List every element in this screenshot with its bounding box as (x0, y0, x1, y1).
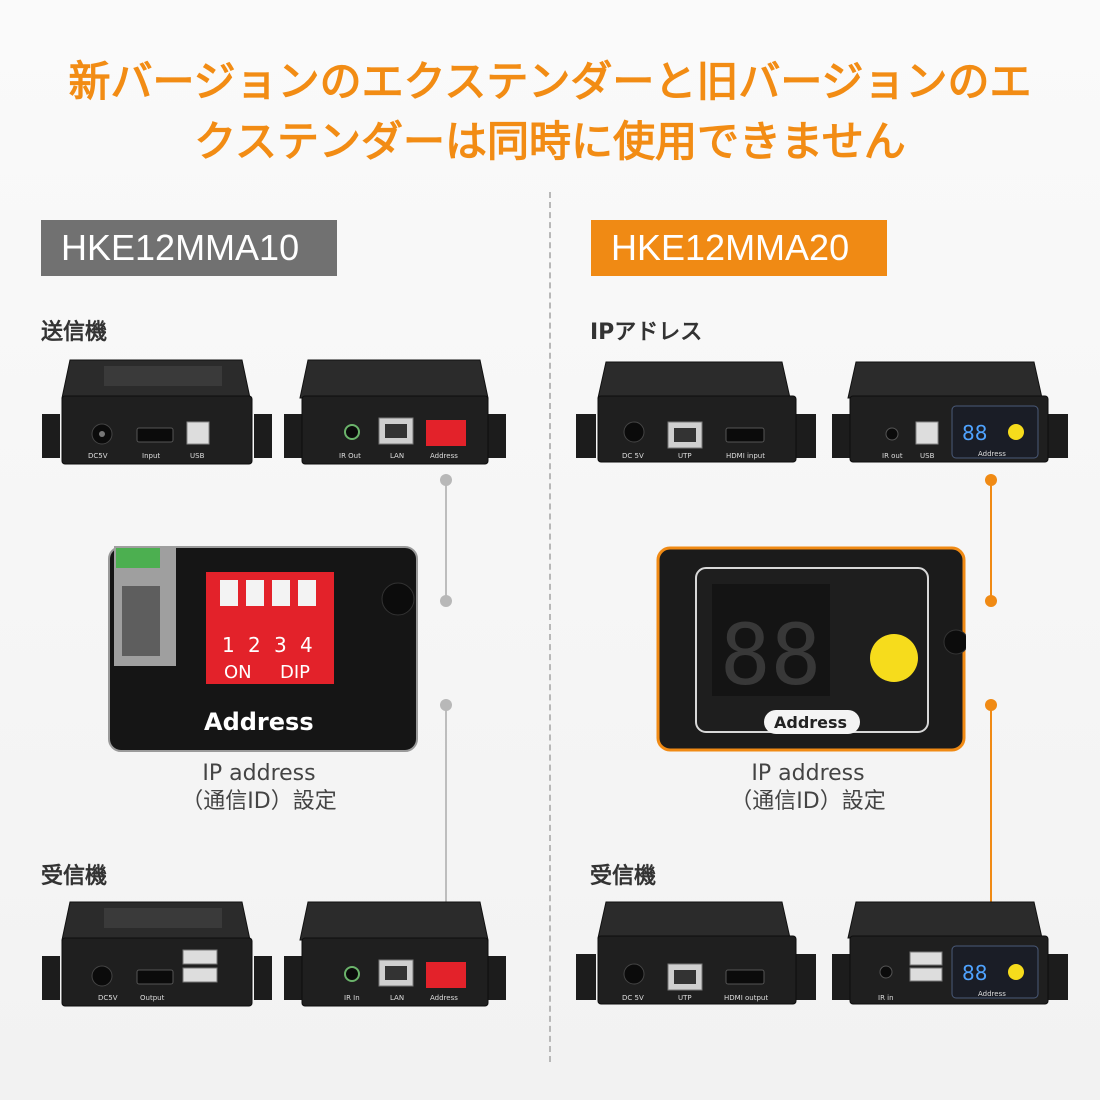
new-connector-dot-1 (985, 474, 997, 486)
new-receiver-back: 88 IR in Address (832, 901, 1068, 1005)
new-tx-front-port-2: UTP (678, 452, 692, 460)
new-connector-bottom (990, 705, 992, 937)
right-receiver-label: 受信機 (590, 864, 657, 889)
display-address-label: Address (774, 713, 847, 732)
old-rx-back-port-2: LAN (390, 994, 404, 1002)
left-caption: IP address （通信ID）設定 (99, 760, 419, 816)
dip-switch-closeup: 1 2 3 4 ON DIP Address (108, 546, 418, 752)
right-caption-line-1: IP address (751, 761, 865, 786)
new-tx-front-port-3: HDMI input (726, 452, 765, 460)
title-line-1: 新バージョンのエクステンダーと旧バージョンのエ (68, 57, 1032, 106)
old-tx-front-port-1: DC5V (88, 452, 108, 460)
old-connector-dot-2 (440, 595, 452, 607)
new-rx-front-port-1: DC 5V (622, 994, 644, 1002)
new-tx-back-port-2: USB (920, 452, 935, 460)
old-connector-dot-3 (440, 699, 452, 711)
new-connector-dot-2 (985, 595, 997, 607)
new-tx-back-port-1: IR out (882, 452, 903, 460)
old-rx-front-port-1: DC5V (98, 994, 118, 1002)
page-title: 新バージョンのエクステンダーと旧バージョンのエ クステンダーは同時に使用できませ… (0, 52, 1100, 172)
old-rx-back-port-3: Address (430, 994, 458, 1002)
new-tx-display-digits: 88 (962, 421, 987, 445)
old-connector-top (445, 480, 447, 600)
old-receiver-back: IR In LAN Address (284, 901, 506, 1007)
left-caption-line-2: （通信ID）設定 (181, 789, 337, 814)
old-tx-back-port-1: IR Out (339, 452, 361, 460)
center-divider (549, 192, 551, 1062)
right-caption-line-2: （通信ID）設定 (730, 789, 886, 814)
left-caption-line-1: IP address (202, 761, 316, 786)
left-transmitter-label: 送信機 (41, 320, 108, 345)
old-tx-front-port-3: USB (190, 452, 205, 460)
dip-address-label: Address (204, 708, 314, 736)
old-receiver-front: DC5V Output (42, 901, 272, 1007)
dip-number-2: 2 (248, 633, 261, 657)
old-rx-back-port-1: IR In (344, 994, 360, 1002)
new-rx-front-port-2: UTP (678, 994, 692, 1002)
new-rx-back-port-2: Address (978, 990, 1006, 998)
new-connector-top (990, 480, 992, 600)
old-rx-front-port-2: Output (140, 994, 165, 1002)
new-connector-dot-3 (985, 699, 997, 711)
new-tx-front-port-1: DC 5V (622, 452, 644, 460)
old-transmitter-back: IR Out LAN Address (284, 359, 506, 465)
old-tx-back-port-2: LAN (390, 452, 404, 460)
left-receiver-label: 受信機 (41, 864, 108, 889)
display-digits: 88 (720, 606, 821, 704)
new-rx-display-digits: 88 (962, 961, 987, 985)
address-display-closeup: 88 Address (656, 546, 966, 752)
old-tx-back-port-3: Address (430, 452, 458, 460)
dip-number-3: 3 (274, 633, 287, 657)
new-transmitter-front: DC 5V UTP HDMI input (576, 361, 816, 463)
right-caption: IP address （通信ID）設定 (648, 760, 968, 816)
old-connector-bottom (445, 705, 447, 943)
new-receiver-front: DC 5V UTP HDMI output (576, 901, 816, 1005)
new-rx-front-port-3: HDMI output (724, 994, 768, 1002)
model-tag-old: HKE12MMA10 (41, 220, 337, 276)
old-tx-front-port-2: Input (142, 452, 160, 460)
right-transmitter-label: IPアドレス (590, 320, 703, 345)
model-tag-new: HKE12MMA20 (591, 220, 887, 276)
new-transmitter-back: 88 IR out USB Address (832, 361, 1068, 463)
old-transmitter-front: DC5V Input USB (42, 359, 272, 465)
dip-on-label: ON (224, 662, 252, 683)
new-tx-back-port-3: Address (978, 450, 1006, 458)
new-rx-back-port-1: IR in (878, 994, 894, 1002)
old-connector-dot-1 (440, 474, 452, 486)
title-line-2: クステンダーは同時に使用できません (194, 117, 906, 166)
dip-number-1: 1 (222, 633, 235, 657)
dip-number-4: 4 (300, 633, 313, 657)
dip-dip-label: DIP (280, 662, 310, 683)
